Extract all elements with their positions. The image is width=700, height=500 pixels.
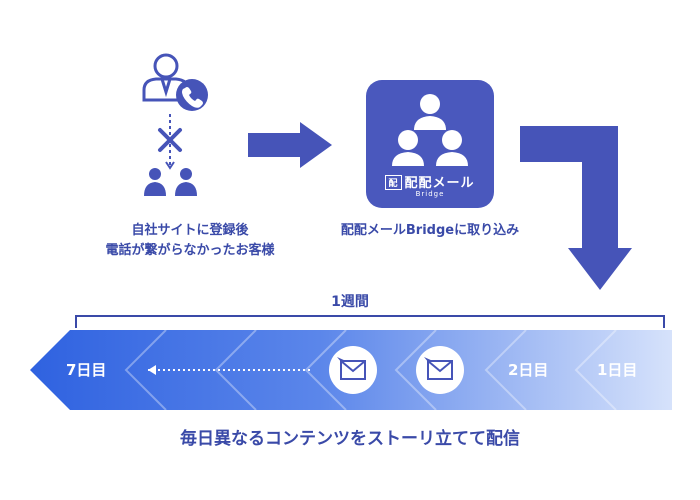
right-arrow-icon: [248, 122, 332, 168]
mail-icon: [329, 346, 377, 394]
elbow-down-arrow-icon: [520, 126, 632, 290]
app-brand-mark: 配: [385, 175, 402, 190]
day-7-label: 7日目: [66, 361, 107, 379]
group-icon: [144, 168, 197, 196]
bridge-app-icon: 配配配メール Bridge: [366, 80, 494, 208]
step1-caption-line2: 電話が繋がらなかったお客様: [105, 243, 275, 258]
one-week-bracket: [75, 315, 665, 328]
unreachable-customer-illustration: [142, 53, 208, 196]
people-group-icon: [392, 94, 468, 166]
phone-icon: [176, 79, 208, 111]
day-1-label: 1日目: [597, 361, 638, 379]
app-brand-name: 配配配メール: [366, 172, 494, 191]
one-week-label: 1週間: [331, 294, 369, 310]
step1-caption: 自社サイトに登録後 電話が繋がらなかったお客様: [90, 221, 290, 261]
day-2-label: 2日目: [508, 361, 549, 379]
delivery-caption: 毎日異なるコンテンツをストーリ立てて配信: [180, 429, 520, 449]
app-brand-subname: Bridge: [415, 190, 445, 198]
step2-caption: 配配メールBridgeに取り込み: [340, 223, 520, 238]
mail-icon: [416, 346, 464, 394]
step1-caption-line1: 自社サイトに登録後: [131, 223, 249, 238]
cross-icon: [158, 128, 182, 152]
app-brand-label: 配配メール: [404, 176, 475, 191]
